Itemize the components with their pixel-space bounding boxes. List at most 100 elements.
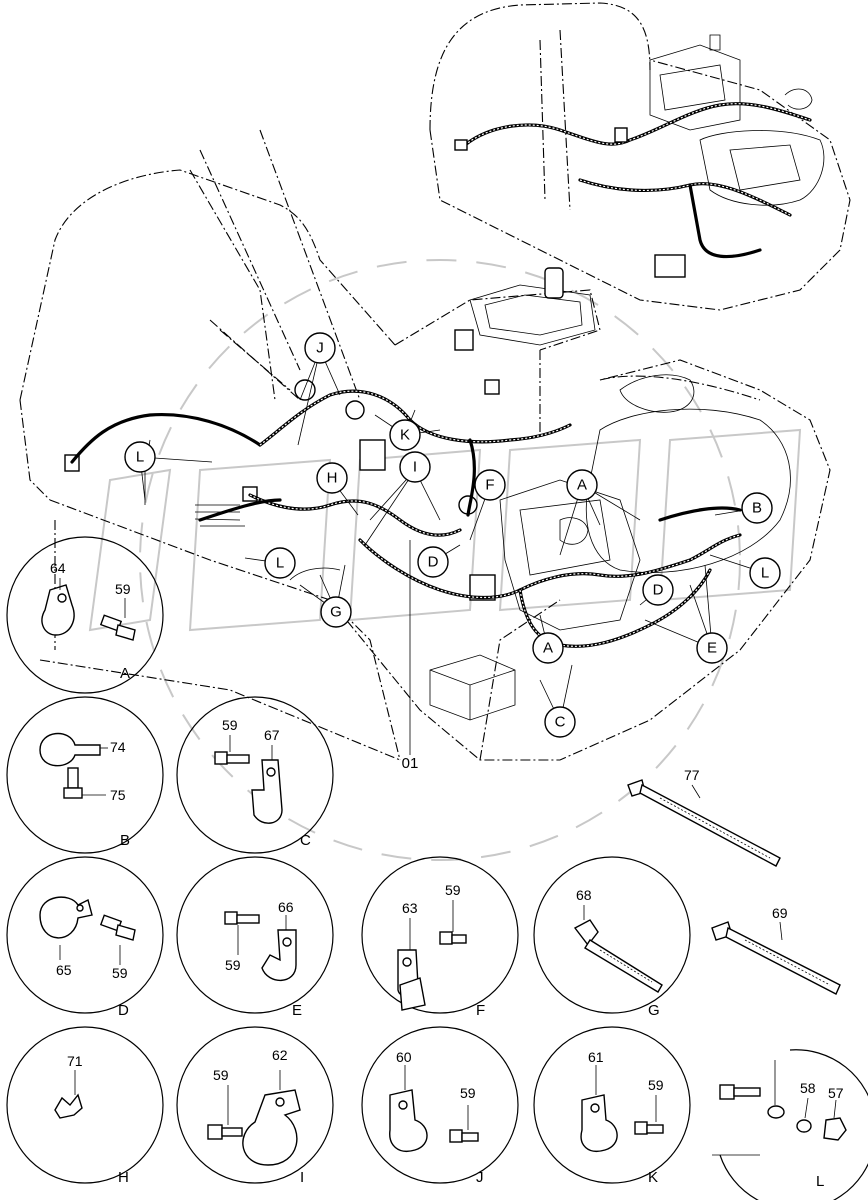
callout-j[interactable]: J — [304, 332, 336, 364]
part-64: 64 — [50, 560, 66, 576]
part-66: 66 — [278, 899, 294, 915]
detail-j: 60 59 J — [389, 1049, 484, 1186]
nut-icon — [823, 1117, 847, 1141]
cable-tie-69: 69 — [711, 905, 841, 995]
detail-l-label: L — [816, 1173, 824, 1190]
bolt-icon — [449, 1129, 479, 1143]
svg-text:A: A — [543, 640, 553, 657]
part-60: 60 — [396, 1049, 412, 1065]
detail-b-label: B — [120, 832, 130, 849]
detail-l-arc — [719, 1049, 868, 1200]
part-57: 57 — [828, 1085, 844, 1101]
part-61: 61 — [588, 1049, 604, 1065]
part-65: 65 — [56, 962, 72, 978]
svg-text:H: H — [327, 470, 338, 487]
callout-h[interactable]: H — [316, 462, 348, 494]
detail-k: 61 59 K — [580, 1049, 664, 1186]
part-59: 59 — [213, 1067, 229, 1083]
detail-c: 59 67 C — [214, 717, 311, 849]
bolt-icon — [719, 1084, 761, 1100]
callout-l-mid[interactable]: L — [264, 547, 296, 579]
detail-a-label: A — [120, 665, 130, 682]
callout-d-left[interactable]: D — [417, 546, 449, 578]
part-74: 74 — [110, 739, 126, 755]
svg-text:D: D — [653, 582, 664, 599]
detail-i-label: I — [300, 1169, 304, 1186]
callout-b[interactable]: B — [741, 492, 773, 524]
washer-icon — [796, 1119, 812, 1133]
bolt-icon — [214, 751, 250, 765]
bolt-icon — [63, 767, 83, 799]
svg-text:F: F — [485, 477, 494, 494]
detail-b-circle — [6, 696, 164, 854]
part-59: 59 — [112, 965, 128, 981]
detail-f-label: F — [476, 1002, 485, 1019]
cable-tie-77: 77 — [627, 767, 781, 867]
svg-text:A: A — [577, 477, 587, 494]
detail-b: 74 75 B — [39, 732, 130, 849]
part-63: 63 — [402, 900, 418, 916]
part-58: 58 — [800, 1080, 816, 1096]
detail-a-circle — [6, 536, 164, 694]
part-59: 59 — [445, 882, 461, 898]
part-59: 59 — [222, 717, 238, 733]
svg-text:D: D — [428, 554, 439, 571]
detail-d: 65 59 D — [39, 896, 136, 1019]
part-71: 71 — [67, 1053, 83, 1069]
detail-h: 71 H — [54, 1053, 129, 1186]
detail-h-label: H — [118, 1169, 129, 1186]
callout-k[interactable]: K — [389, 419, 421, 451]
detail-g: 68 G — [573, 887, 663, 1019]
detail-f: 63 59 F — [397, 882, 485, 1019]
detail-a: 64 59 A — [41, 560, 136, 682]
svg-text:L: L — [136, 449, 144, 466]
part-68: 68 — [576, 887, 592, 903]
detail-j-circle — [361, 1026, 519, 1184]
callout-e[interactable]: E — [696, 632, 728, 664]
callout-a-top[interactable]: A — [566, 469, 598, 501]
part-59: 59 — [460, 1085, 476, 1101]
callout-c[interactable]: C — [544, 706, 576, 738]
svg-text:I: I — [413, 459, 417, 476]
callout-i[interactable]: I — [399, 451, 431, 483]
bolt-icon — [634, 1121, 664, 1135]
svg-text:J: J — [316, 340, 324, 357]
detail-j-label: J — [476, 1169, 484, 1186]
part-77: 77 — [684, 767, 700, 783]
callout-a-bottom[interactable]: A — [532, 632, 564, 664]
detail-i-circle — [176, 1026, 334, 1184]
bolt-icon — [207, 1124, 243, 1140]
detail-i: 59 62 I — [207, 1047, 304, 1186]
detail-k-label: K — [648, 1169, 658, 1186]
svg-text:L: L — [761, 565, 769, 582]
detail-c-circle — [176, 696, 334, 854]
part-59: 59 — [225, 957, 241, 973]
part-75: 75 — [110, 787, 126, 803]
part-69: 69 — [772, 905, 788, 921]
callout-l-left[interactable]: L — [124, 441, 156, 473]
callout-f[interactable]: F — [474, 469, 506, 501]
detail-h-circle — [6, 1026, 164, 1184]
detail-e: 66 59 E — [224, 899, 302, 1019]
svg-text:E: E — [707, 640, 717, 657]
bolt-icon — [224, 911, 260, 925]
detail-c-label: C — [300, 832, 311, 849]
svg-text:C: C — [555, 714, 566, 731]
svg-text:L: L — [276, 555, 284, 572]
callout-g[interactable]: G — [320, 596, 352, 628]
detail-f-circle — [361, 856, 519, 1014]
part-59: 59 — [115, 581, 131, 597]
bolt-icon — [99, 614, 136, 641]
detail-circles — [6, 536, 868, 1200]
detail-d-label: D — [118, 1002, 129, 1019]
watermark — [88, 259, 802, 861]
detail-g-label: G — [648, 1002, 660, 1019]
callout-l-right[interactable]: L — [749, 557, 781, 589]
detail-e-label: E — [292, 1002, 302, 1019]
part-59: 59 — [648, 1077, 664, 1093]
part-67: 67 — [264, 727, 280, 743]
inset-machine-view — [429, 2, 851, 311]
callout-d-right[interactable]: D — [642, 574, 674, 606]
overview-callouts: J K L H I F A B D L G L D E A C 01 — [124, 332, 781, 772]
